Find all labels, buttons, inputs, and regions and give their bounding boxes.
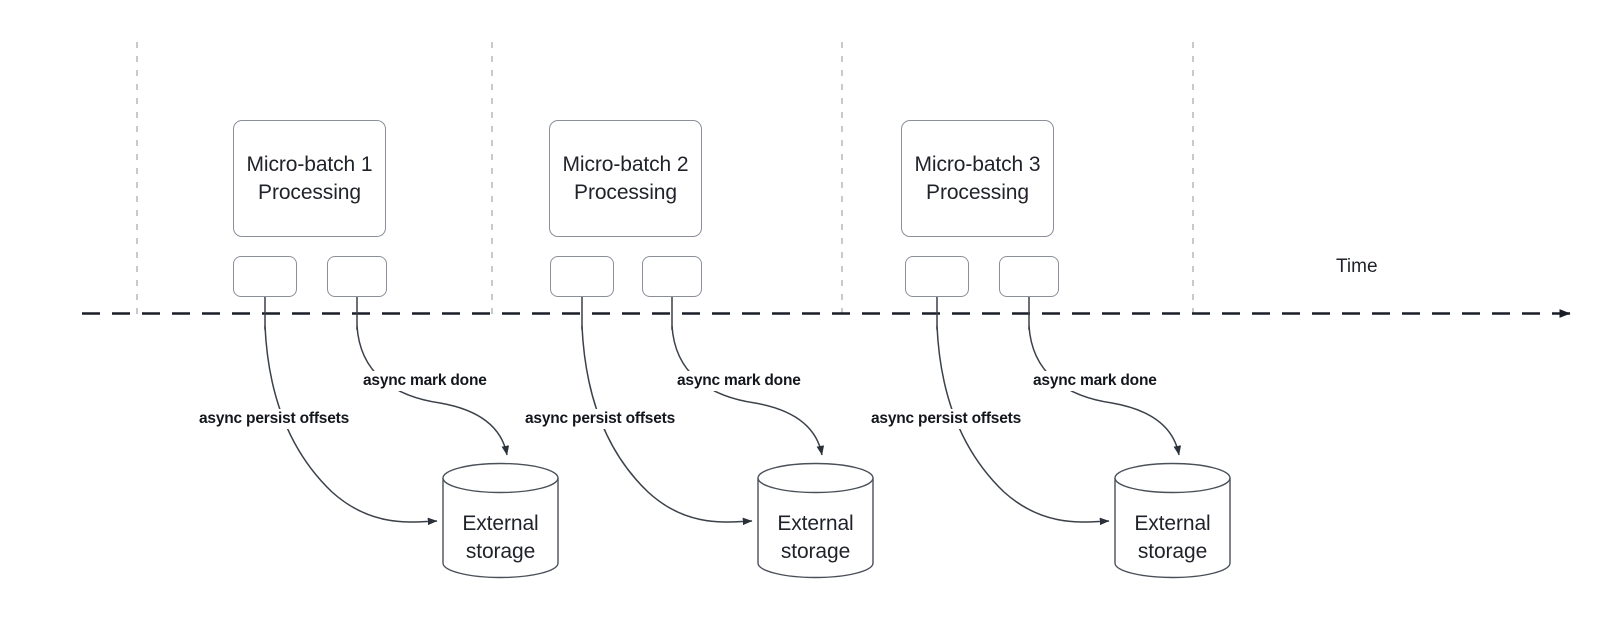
time-axis-label: Time	[1336, 256, 1378, 277]
cylinder-shape	[757, 462, 874, 579]
micro-batch-2-async-persist-offsets-label: async persist offsets	[523, 409, 678, 429]
micro-batch-3-async-mark-done-label: async mark done	[1031, 371, 1159, 391]
micro-batch-2-async-mark-done-label: async mark done	[675, 371, 803, 391]
micro-batch-3-processing-label: Micro-batch 3 Processing	[914, 152, 1041, 204]
micro-batch-3-async-persist-offsets-label: async persist offsets	[869, 409, 1024, 429]
micro-batch-2-external-storage-label: External storage	[777, 512, 854, 564]
micro-batch-1-async-mark-done-label: async mark done	[361, 371, 489, 391]
micro-batch-1-async-persist-offsets-label: async persist offsets	[197, 409, 352, 429]
micro-batch-3-external-storage[interactable]: External storage	[1114, 462, 1231, 579]
micro-batch-1-mark-done-task[interactable]	[327, 256, 387, 297]
micro-batch-2-external-storage[interactable]: External storage	[757, 462, 874, 579]
micro-batch-2-processing-label: Micro-batch 2 Processing	[562, 152, 689, 204]
micro-batch-1-external-storage-label: External storage	[462, 512, 539, 564]
cylinder-shape	[442, 462, 559, 579]
micro-batch-1-processing-box[interactable]: Micro-batch 1 Processing	[233, 120, 386, 237]
micro-batch-3-mark-done-task[interactable]	[999, 256, 1059, 297]
cylinder-shape	[1114, 462, 1231, 579]
micro-batch-2-mark-done-task[interactable]	[642, 256, 702, 297]
micro-batch-1-external-storage[interactable]: External storage	[442, 462, 559, 579]
micro-batch-3-persist-offsets-task[interactable]	[905, 256, 969, 297]
micro-batch-2-persist-offsets-task[interactable]	[550, 256, 614, 297]
micro-batch-1-persist-offsets-task[interactable]	[233, 256, 297, 297]
micro-batch-3-external-storage-label: External storage	[1134, 512, 1211, 564]
micro-batch-3-processing-box[interactable]: Micro-batch 3 Processing	[901, 120, 1054, 237]
micro-batch-2-processing-box[interactable]: Micro-batch 2 Processing	[549, 120, 702, 237]
micro-batch-1-processing-label: Micro-batch 1 Processing	[246, 152, 373, 204]
